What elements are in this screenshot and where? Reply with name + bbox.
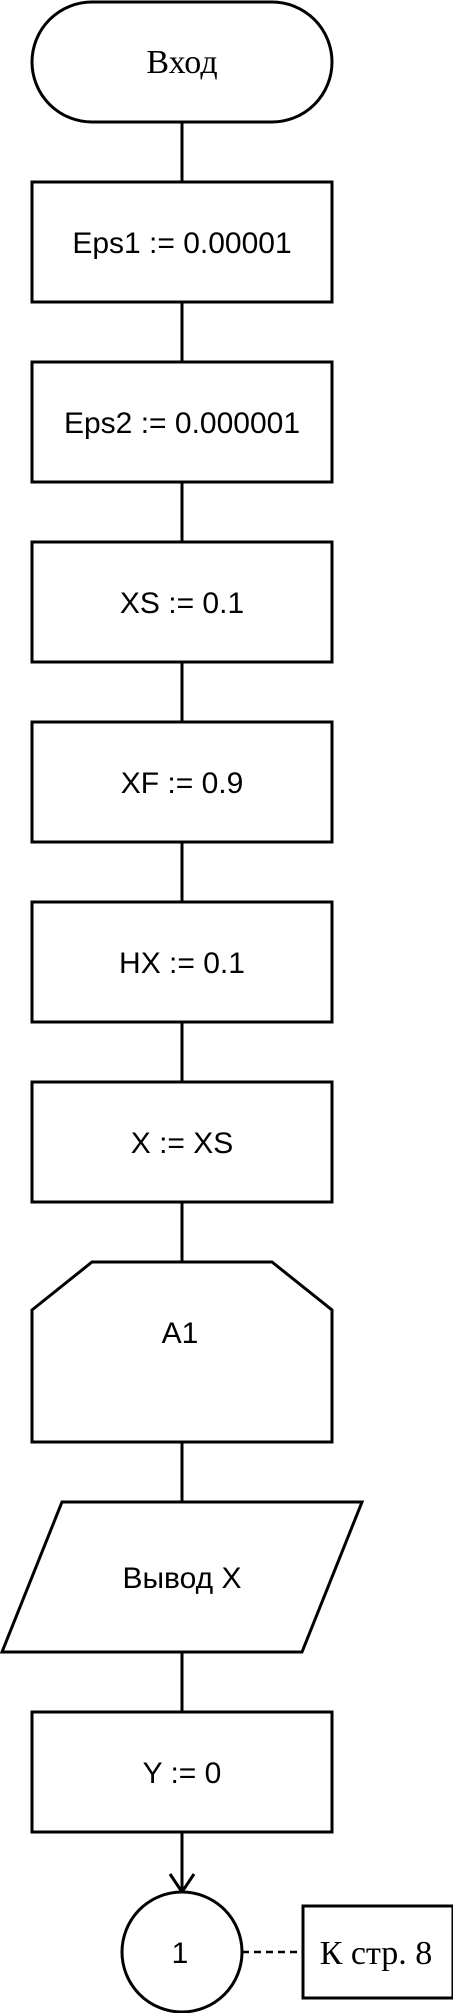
page-reference-annotation: К стр. 8 bbox=[301, 1904, 453, 2000]
loop-start-a1: A1 bbox=[30, 1260, 334, 1444]
process-xf: XF := 0.9 bbox=[30, 720, 334, 844]
process-label: X := XS bbox=[131, 1127, 234, 1160]
loop-label: A1 bbox=[162, 1317, 199, 1350]
output-label: Вывод X bbox=[122, 1562, 241, 1595]
process-xs: XS := 0.1 bbox=[30, 540, 334, 664]
process-label: HX := 0.1 bbox=[119, 947, 245, 980]
process-x: X := XS bbox=[30, 1080, 334, 1204]
process-label: Eps1 := 0.00001 bbox=[72, 227, 291, 260]
flow-edges bbox=[168, 122, 303, 1954]
connector-label: 1 bbox=[172, 1937, 189, 1970]
process-eps1: Eps1 := 0.00001 bbox=[30, 180, 334, 304]
start-label: Вход bbox=[146, 44, 217, 81]
process-label: XF := 0.9 bbox=[121, 767, 244, 800]
start-terminator: Вход bbox=[30, 0, 334, 124]
process-y: Y := 0 bbox=[30, 1710, 334, 1834]
output-parallelogram: Вывод X bbox=[0, 1500, 365, 1654]
process-label: Y := 0 bbox=[143, 1757, 222, 1790]
process-hx: HX := 0.1 bbox=[30, 900, 334, 1024]
process-eps2: Eps2 := 0.000001 bbox=[30, 360, 334, 484]
process-label: XS := 0.1 bbox=[120, 587, 244, 620]
page-connector: 1 bbox=[120, 1890, 244, 2013]
page-reference-label: К стр. 8 bbox=[320, 1935, 433, 1972]
process-label: Eps2 := 0.000001 bbox=[64, 407, 300, 440]
